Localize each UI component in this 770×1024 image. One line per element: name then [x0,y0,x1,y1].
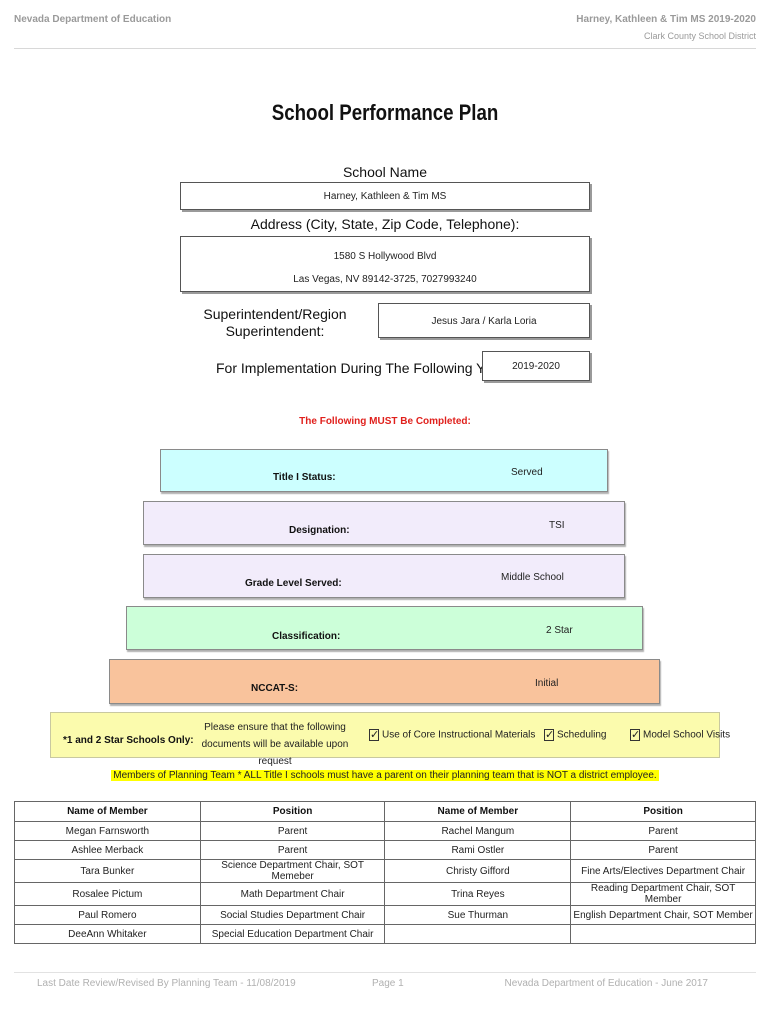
check-icon: ✓ [369,729,380,741]
header-divider [14,48,756,49]
nccat-label: NCCAT-S: [251,683,299,694]
title1-status-value: Served [511,467,543,478]
table-header-row: Name of Member Position Name of Member P… [14,801,756,822]
superintendent-field: Jesus Jara / Karla Loria [378,303,590,338]
designation-label: Designation: [289,525,350,536]
designation-value: TSI [549,520,565,531]
address-line1: 1580 S Hollywood Blvd [333,251,437,262]
header-position: Position [199,801,386,822]
address-field: 1580 S Hollywood Blvd Las Vegas, NV 8914… [180,236,590,292]
checkbox-model-school-visits[interactable]: ✓Model School Visits [630,729,731,741]
check-icon: ✓ [630,729,641,741]
header-position: Position [570,801,756,822]
school-name-field: Harney, Kathleen & Tim MS [180,182,590,210]
check-icon: ✓ [544,729,555,741]
header-name-of-member: Name of Member [384,801,572,822]
star-schools-label: *1 and 2 Star Schools Only: [63,735,194,746]
star-schools-panel: *1 and 2 Star Schools Only: Please ensur… [50,712,730,767]
classification-band: Classification: 2 Star [126,606,643,650]
classification-value: 2 Star [546,625,573,636]
nccat-band: NCCAT-S: Initial [109,659,660,704]
header-district: Clark County School District [643,31,756,41]
checkbox-core-materials[interactable]: ✓Use of Core Instructional Materials [369,729,536,741]
planning-team-table: Name of Member Position Name of Member P… [14,801,756,944]
classification-label: Classification: [272,631,341,642]
footer-review-date: Last Date Review/Revised By Planning Tea… [37,978,296,989]
page-title: School Performance Plan [271,100,499,125]
grade-level-band: Grade Level Served: Middle School [143,554,625,598]
implementation-years-field: 2019-2020 [482,351,590,381]
nccat-value: Initial [535,678,559,689]
header-name-of-member: Name of Member [14,801,201,822]
grade-level-value: Middle School [501,572,564,583]
address-label: Address (City, State, Zip Code, Telephon… [250,216,520,232]
title1-status-label: Title I Status: [273,472,336,483]
designation-band: Designation: TSI [143,501,625,545]
star-schools-ensure-text: Please ensure that the following documen… [201,722,349,767]
footer-page-number: Page 1 [372,978,404,989]
grade-level-label: Grade Level Served: [245,578,342,589]
header-school-year: Harney, Kathleen & Tim MS 2019-2020 [576,14,756,25]
footer-divider [14,972,756,973]
address-line2: Las Vegas, NV 89142-3725, 7027993240 [293,274,477,285]
footer-source: Nevada Department of Education - June 20… [504,978,708,989]
school-name-label: School Name [342,164,428,180]
title1-status-band: Title I Status: Served [160,449,608,492]
checkbox-scheduling[interactable]: ✓Scheduling [544,729,607,741]
header-org: Nevada Department of Education [14,14,172,25]
must-complete-notice: The Following MUST Be Completed: [299,416,471,427]
implementation-label: For Implementation During The Following … [216,360,516,376]
members-note: Members of Planning Team * ALL Title I s… [111,770,659,781]
superintendent-label: Superintendent/Region Superintendent: [203,306,347,339]
